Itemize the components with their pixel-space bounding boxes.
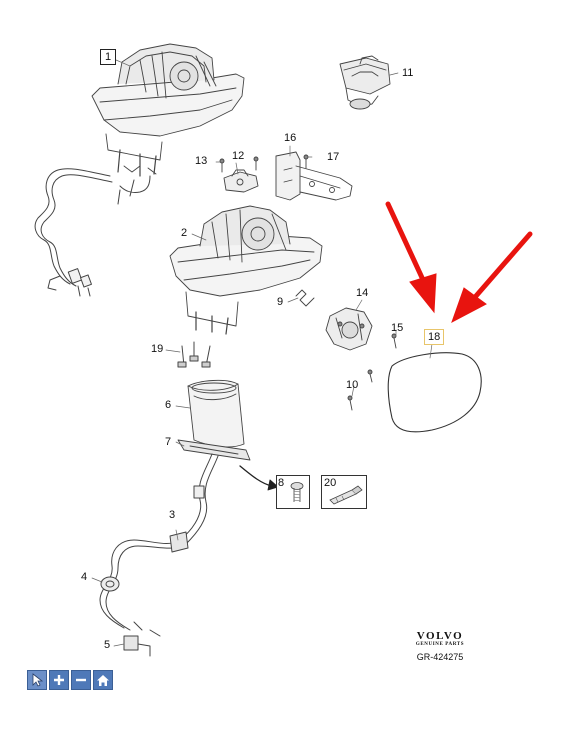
callout-18: 18 [424, 329, 445, 345]
zoom-out-button[interactable] [71, 670, 91, 690]
part-15-screw [367, 333, 397, 383]
upper-wire-harness [34, 168, 151, 297]
part-10-screw [347, 395, 353, 411]
home-button[interactable] [93, 670, 113, 690]
inset-part-20 [321, 475, 367, 509]
callout-16: 16 [284, 132, 297, 144]
callout-6: 6 [165, 399, 172, 411]
leader-lines [91, 59, 433, 647]
callout-9: 9 [277, 296, 284, 308]
callout-8: 8 [278, 477, 285, 489]
callout-7: 7 [165, 436, 172, 448]
plus-icon [54, 675, 64, 685]
callout-4: 4 [81, 571, 88, 583]
callout-12: 12 [232, 150, 245, 162]
part-17-screw [303, 154, 309, 169]
diagram-part-number: GR-424275 [416, 652, 464, 662]
select-button[interactable] [27, 670, 47, 690]
inset-part-8 [276, 475, 310, 509]
callout-19: 19 [151, 343, 164, 355]
callout-17: 17 [327, 151, 340, 163]
callout-10: 10 [346, 379, 359, 391]
home-icon [97, 674, 109, 686]
callout-3: 3 [169, 509, 176, 521]
callout-13: 13 [195, 155, 208, 167]
part-19-screws [177, 341, 211, 368]
callout-5: 5 [104, 639, 111, 651]
red-arrows [385, 201, 533, 324]
part-6-cover [187, 379, 245, 448]
callout-1: 1 [100, 49, 117, 65]
callout-14: 14 [356, 287, 369, 299]
callout-2: 2 [181, 227, 188, 239]
part-1-mirror-housing [91, 43, 245, 177]
zoom-toolbar [27, 670, 113, 690]
connector-icon [329, 485, 363, 505]
part-12-bracket [223, 169, 259, 193]
part-2-mirror-housing [169, 205, 323, 335]
screw-icon [290, 482, 304, 502]
brand-subtitle: GENUINE PARTS [415, 642, 465, 647]
part-18-mirror-glass [387, 352, 482, 433]
part-9-clip [295, 289, 315, 307]
pointer-arrow-8 [239, 465, 279, 491]
cursor-icon [32, 673, 43, 687]
part-11-motor [339, 55, 391, 110]
part-16-bracket [275, 151, 353, 201]
part-14-actuator [325, 307, 373, 351]
zoom-in-button[interactable] [49, 670, 69, 690]
brand-name: VOLVO [416, 630, 464, 642]
lower-wire-harness [99, 453, 219, 657]
brand-logo: VOLVO GENUINE PARTS [404, 630, 476, 647]
callout-15: 15 [391, 322, 404, 334]
callout-11: 11 [402, 67, 414, 79]
part-13-screw [219, 156, 259, 173]
callout-20: 20 [324, 477, 337, 489]
part-7-gasket [177, 439, 251, 461]
minus-icon [76, 678, 86, 682]
